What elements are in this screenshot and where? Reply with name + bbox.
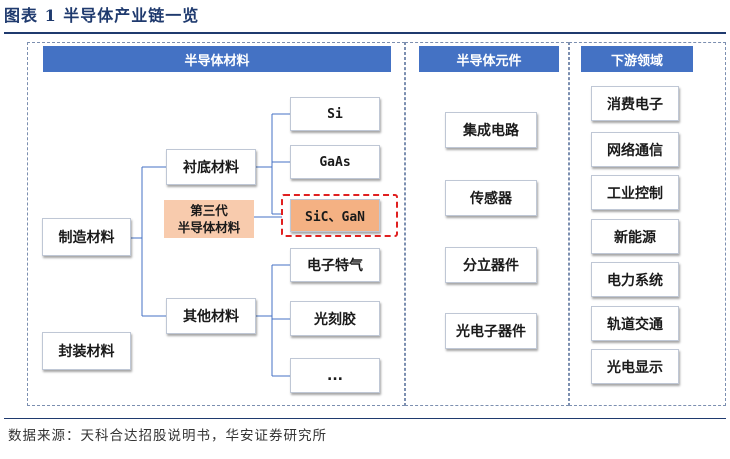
optoelectronic-device-box: 光电子器件 bbox=[445, 313, 537, 349]
discrete-device-box: 分立器件 bbox=[445, 247, 537, 283]
packaging-materials-box: 封装材料 bbox=[42, 332, 131, 370]
consumer-electronics-box: 消费电子 bbox=[591, 86, 679, 121]
sensor-box: 传感器 bbox=[445, 180, 537, 216]
specialty-gas-box: 电子特气 bbox=[290, 248, 380, 282]
sic-gan-box: SiC、GaN bbox=[290, 199, 380, 232]
title-divider bbox=[4, 32, 726, 34]
rail-transit-box: 轨道交通 bbox=[591, 306, 679, 341]
new-energy-box: 新能源 bbox=[591, 219, 679, 254]
components-panel bbox=[405, 42, 569, 406]
components-header: 半导体元件 bbox=[419, 46, 559, 72]
downstream-panel bbox=[569, 42, 726, 406]
optoelectronic-display-box: 光电显示 bbox=[591, 349, 679, 384]
figure-title: 图表 1 半导体产业链一览 bbox=[4, 6, 200, 25]
other-materials-box: 其他材料 bbox=[166, 298, 256, 334]
integrated-circuit-box: 集成电路 bbox=[445, 112, 537, 148]
source-divider bbox=[4, 418, 726, 419]
power-system-box: 电力系统 bbox=[591, 262, 679, 297]
third-gen-semiconductor-label: 第三代 半导体材料 bbox=[164, 200, 254, 238]
more-materials-box: ... bbox=[290, 358, 380, 393]
industrial-control-box: 工业控制 bbox=[591, 175, 679, 210]
network-communication-box: 网络通信 bbox=[591, 132, 679, 167]
si-box: Si bbox=[290, 97, 380, 131]
highlight-dashed-frame bbox=[281, 194, 398, 237]
downstream-header: 下游领域 bbox=[581, 46, 693, 72]
source-note: 数据来源：天科合达招股说明书，华安证券研究所 bbox=[8, 428, 327, 444]
third-gen-line-2: 半导体材料 bbox=[177, 220, 241, 235]
substrate-materials-box: 衬底材料 bbox=[166, 149, 256, 185]
gaas-box: GaAs bbox=[290, 145, 380, 179]
third-gen-line-1: 第三代 bbox=[190, 203, 228, 218]
materials-header: 半导体材料 bbox=[43, 46, 391, 72]
materials-panel bbox=[27, 42, 405, 406]
manufacturing-materials-box: 制造材料 bbox=[42, 218, 131, 256]
photoresist-box: 光刻胶 bbox=[290, 301, 380, 336]
